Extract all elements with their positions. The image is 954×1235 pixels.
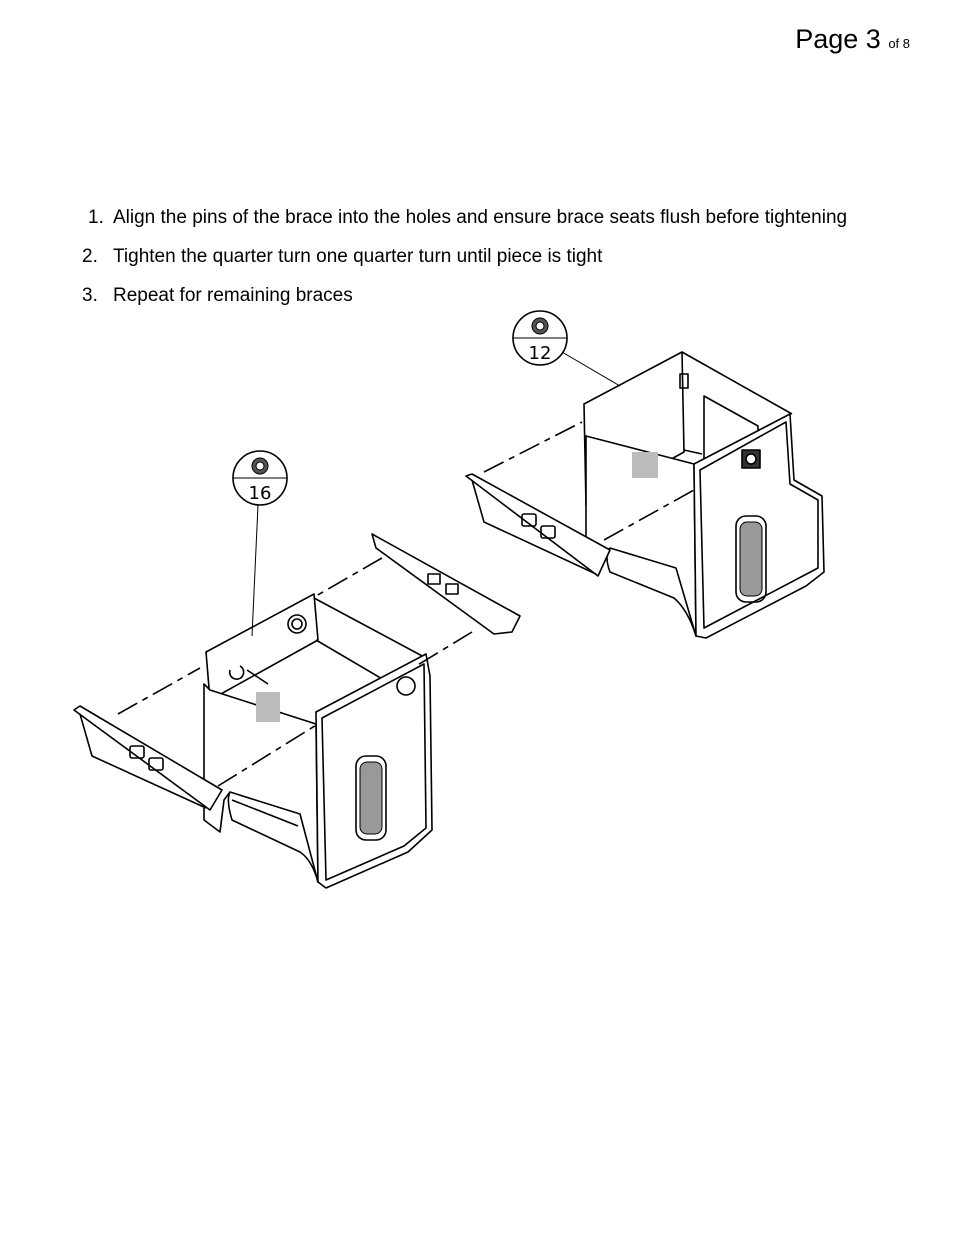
page-number: Page 3 of 8 [795, 24, 910, 55]
callout-16: 16 [232, 450, 288, 637]
cabinet-left [203, 593, 433, 889]
brace-panel-right [465, 421, 695, 577]
step-number: 3. [82, 285, 98, 306]
instruction-step: 3. Repeat for remaining braces [82, 285, 862, 306]
callout-label: 12 [529, 343, 552, 364]
instruction-step: 2. Tighten the quarter turn one quarter … [82, 246, 862, 267]
instruction-list: 1. Align the pins of the brace into the … [82, 207, 862, 324]
step-text: Tighten the quarter turn one quarter tur… [113, 246, 603, 267]
quarter-turn-fastener-icon [251, 457, 269, 475]
callout-12: 12 [512, 310, 621, 387]
cabinet-right [583, 351, 825, 639]
step-text: Align the pins of the brace into the hol… [113, 207, 848, 228]
brace-top-left [315, 533, 521, 667]
step-number: 2. [82, 246, 98, 267]
callout-label: 16 [249, 483, 272, 504]
page-total: of 8 [888, 36, 910, 51]
page-label: Page 3 [795, 24, 881, 54]
step-number: 1. [88, 207, 104, 228]
brace-panel-left [73, 667, 319, 811]
step-text: Repeat for remaining braces [113, 285, 353, 306]
instruction-step: 1. Align the pins of the brace into the … [82, 207, 862, 228]
quarter-turn-fastener-icon [531, 317, 549, 335]
